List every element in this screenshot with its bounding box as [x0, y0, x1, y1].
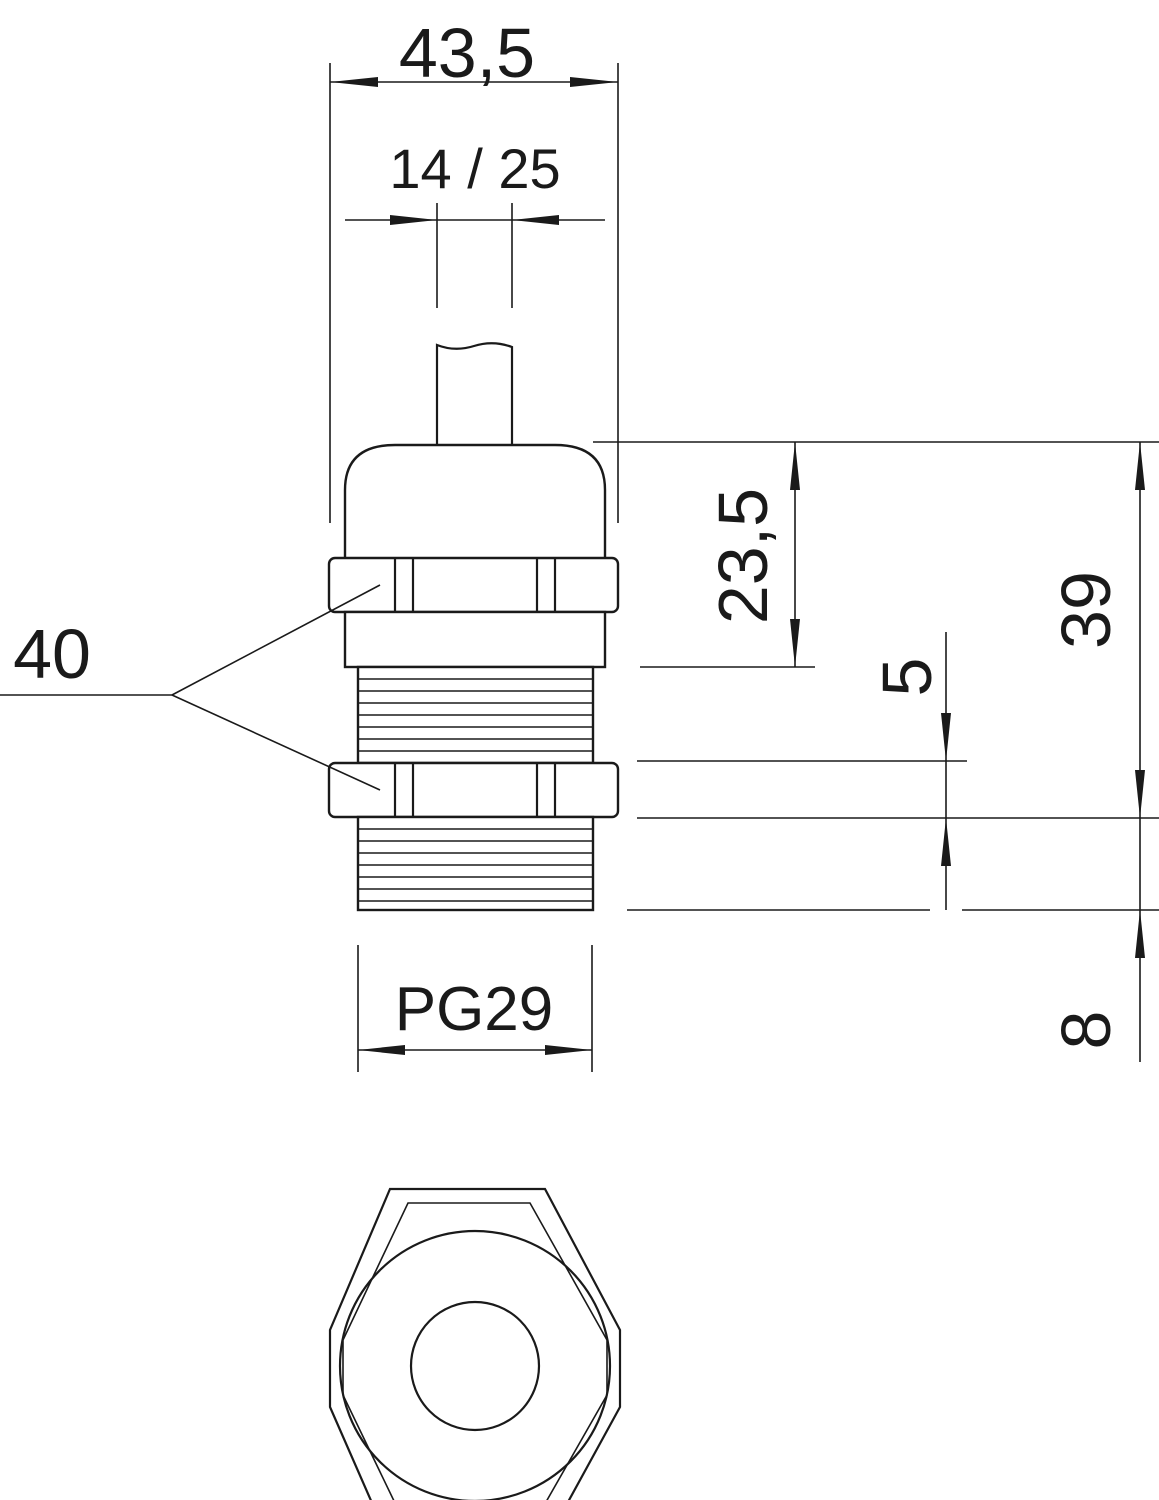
dim-total-height: 39	[1047, 442, 1145, 818]
dim-cap-height: 23,5	[593, 441, 1159, 668]
dim-label-cap-height: 23,5	[704, 488, 782, 624]
dim-locknut-thickness: 5	[637, 632, 1159, 910]
top-view	[328, 1187, 622, 1500]
dim-label-cable-range: 14 / 25	[389, 137, 560, 200]
dome-cap	[343, 443, 607, 560]
upper-hex-nut	[327, 556, 620, 614]
body-collar	[343, 610, 607, 669]
hex-chamfer	[342, 1202, 608, 1500]
dim-thread-size: PG29	[357, 945, 593, 1072]
dim-wrench-size: 40	[0, 584, 381, 791]
dim-label-thread-length: 8	[1047, 1011, 1125, 1050]
cable-bore	[409, 1300, 541, 1432]
side-view	[327, 342, 620, 912]
cable	[435, 342, 514, 445]
lower-hex-nut	[327, 761, 620, 819]
dim-overall-width: 43,5	[329, 14, 619, 523]
dim-label-wrench-size: 40	[13, 615, 91, 693]
outer-ring	[338, 1229, 612, 1500]
dim-thread-length: 8	[627, 818, 1159, 1062]
dim-label-total-height: 39	[1047, 571, 1125, 649]
dim-label-thread-size: PG29	[395, 975, 554, 1044]
hex-outline	[328, 1187, 622, 1500]
dim-cable-range: 14 / 25	[345, 137, 605, 308]
upper-thread	[356, 665, 595, 765]
lower-thread	[356, 815, 595, 912]
dim-label-locknut-thickness: 5	[868, 658, 946, 697]
dim-label-overall-width: 43,5	[399, 14, 535, 92]
